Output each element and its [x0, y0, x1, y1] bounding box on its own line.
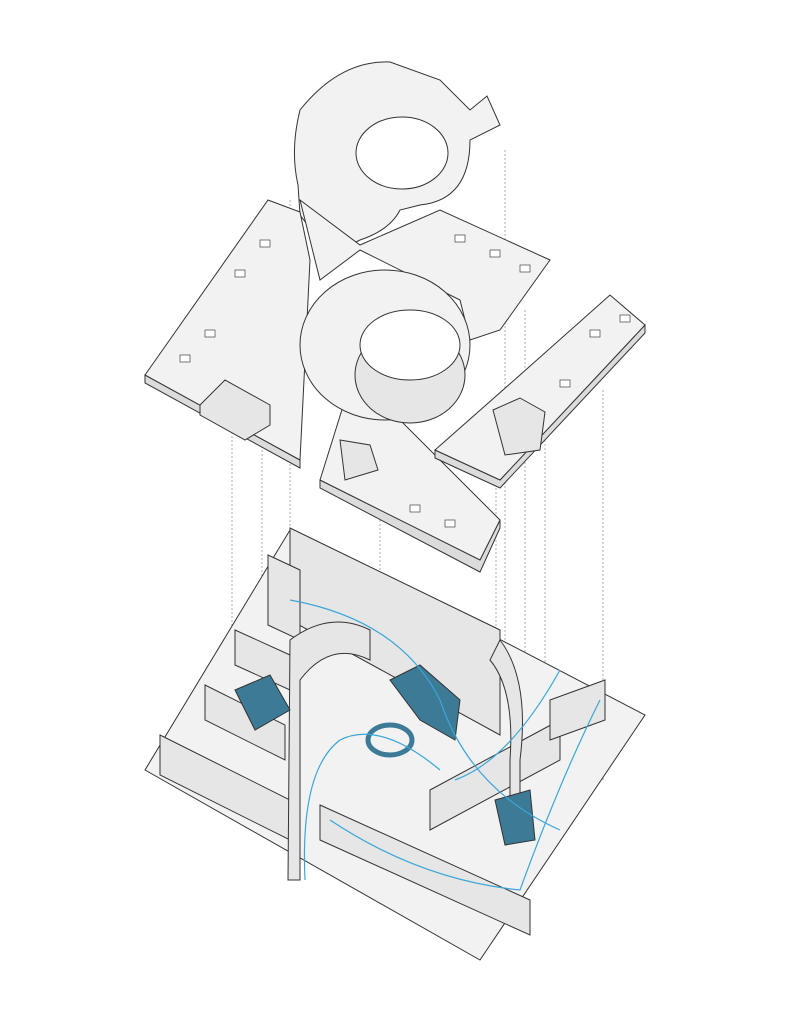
furniture	[179, 234, 631, 528]
upper-floor	[144, 198, 646, 573]
ground-floor	[144, 527, 646, 961]
circulation-paths	[289, 599, 601, 891]
top-ring-floor	[293, 61, 501, 256]
